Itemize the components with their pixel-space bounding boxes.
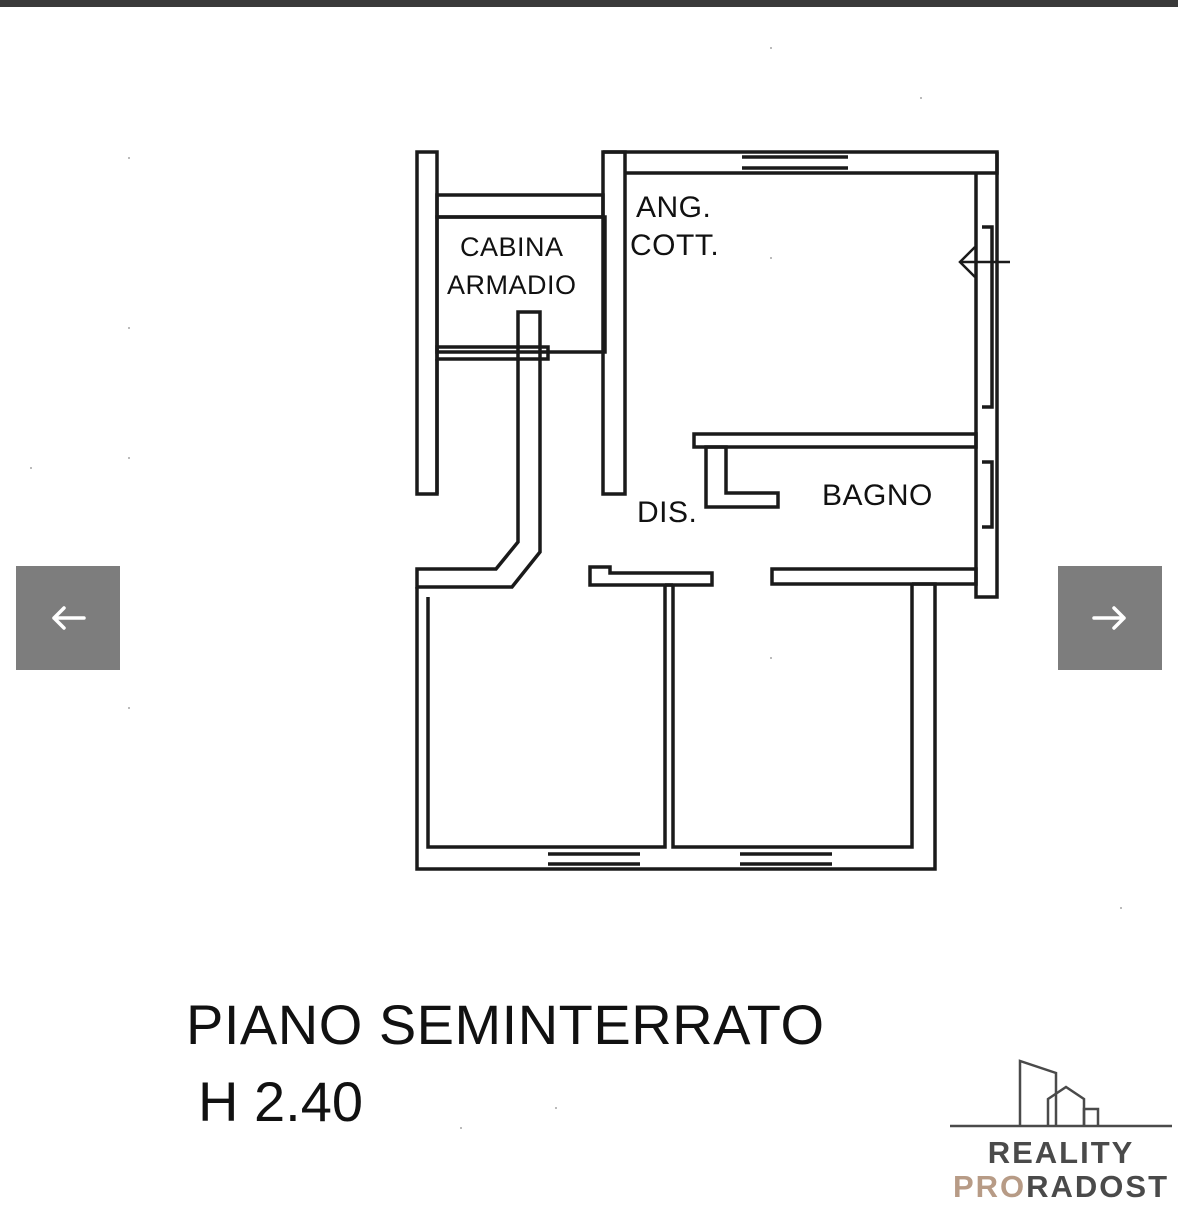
top-bar xyxy=(0,0,1178,7)
logo-word-pro: PRO xyxy=(952,1169,1027,1204)
room-bedroom-left xyxy=(426,585,667,849)
wall-cabina-top xyxy=(435,193,605,219)
wall-bagno-recess xyxy=(704,445,780,509)
wall-left-upper xyxy=(415,150,439,496)
entry-arrow-icon xyxy=(958,246,1010,278)
floor-plan-drawing xyxy=(30,47,1122,1129)
room-cabina-armadio xyxy=(435,215,607,354)
logo-word-radost: RADOST xyxy=(1026,1169,1170,1204)
logo-word-proradost: PRORADOST xyxy=(948,1169,1174,1205)
label-ang-line2: COTT. xyxy=(630,228,720,262)
window-right xyxy=(982,225,994,409)
label-bagno: BAGNO xyxy=(822,479,933,512)
label-dis: DIS. xyxy=(637,496,698,529)
previous-image-button[interactable] xyxy=(16,566,120,670)
wall-right xyxy=(974,152,999,599)
wall-bagno-bottom xyxy=(770,567,978,586)
room-bedroom-right xyxy=(671,584,914,849)
window-bottom-right xyxy=(740,852,832,866)
plan-height: H 2.40 xyxy=(198,1070,363,1133)
wall-bagno-top xyxy=(692,432,978,449)
arrow-right-icon xyxy=(1092,606,1126,630)
label-cabina-armadio: CABINA ARMADIO xyxy=(447,229,577,305)
window-top xyxy=(742,155,848,170)
window-bottom-left xyxy=(548,852,640,866)
label-ang-cott: ANG. COTT. xyxy=(630,189,719,264)
arrow-left-icon xyxy=(52,606,86,630)
label-ang-line1: ANG. xyxy=(636,191,712,224)
house-logo-icon xyxy=(950,1059,1172,1128)
label-cabina-line1: CABINA xyxy=(459,232,564,262)
reality-proradost-logo: REALITY PRORADOST xyxy=(948,1059,1174,1207)
wall-outer-lower xyxy=(415,582,937,871)
image-viewer: CABINA ARMADIO ANG. COTT. DIS. BAGNO PIA… xyxy=(0,7,1178,1204)
next-image-button[interactable] xyxy=(1058,566,1162,670)
window-right-bagno xyxy=(982,460,994,529)
label-cabina-line2: ARMADIO xyxy=(447,269,577,300)
scan-noise xyxy=(30,47,1122,1129)
wall-door-stub xyxy=(588,565,714,587)
plan-title: PIANO SEMINTERRATO xyxy=(186,993,825,1056)
wall-cabina-bottom xyxy=(435,345,550,361)
wall-kitchen-top xyxy=(603,150,999,175)
logo-word-reality: REALITY xyxy=(987,1135,1135,1170)
